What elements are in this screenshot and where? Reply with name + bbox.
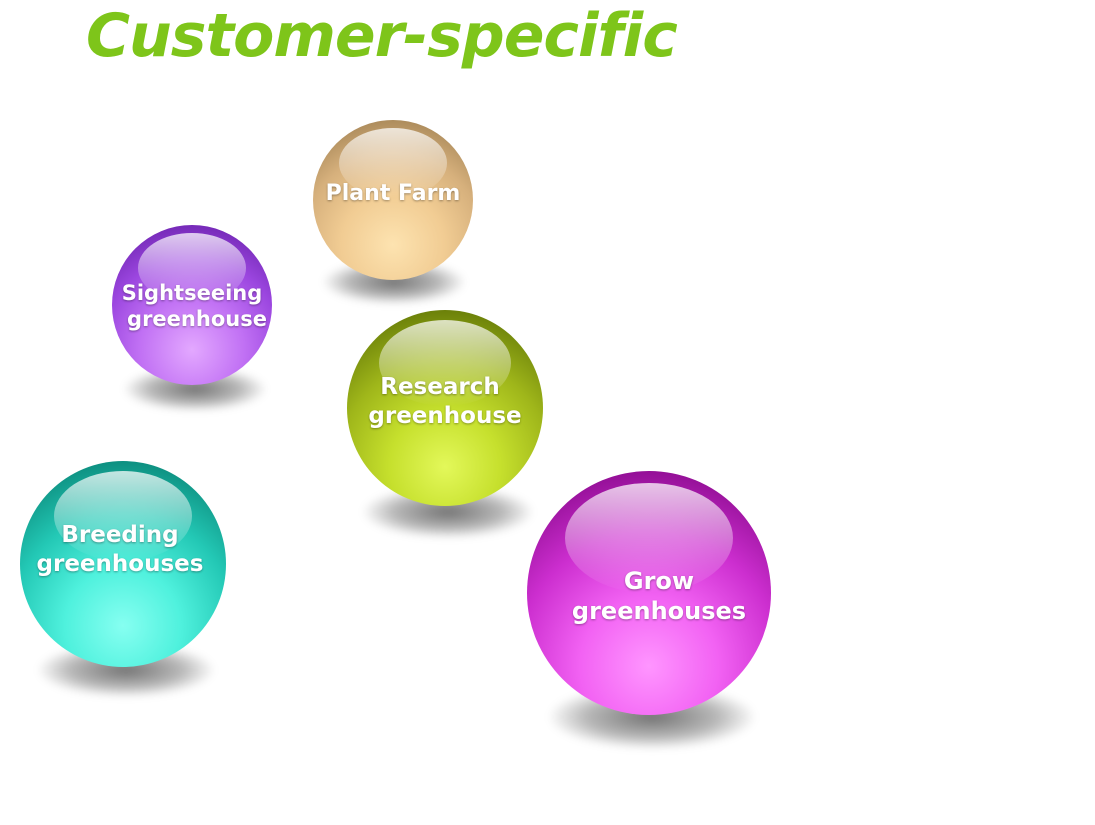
ball-plant-farm: Plant Farm	[313, 120, 475, 310]
ball-label-line: Grow	[623, 567, 695, 595]
ball-label: Grow greenhouses	[527, 566, 791, 626]
ball-gloss	[54, 471, 192, 561]
ball-gloss	[339, 128, 447, 198]
ball-label-line: greenhouse	[127, 307, 267, 332]
ball-sphere	[112, 225, 272, 385]
ball-sphere	[527, 471, 771, 715]
ball-breeding: Breeding greenhouses	[20, 461, 230, 701]
ball-label-line: Research	[380, 374, 500, 400]
ball-sightseeing: Sightseeing greenhouse	[112, 225, 276, 415]
ball-sphere	[313, 120, 473, 280]
ball-label: Plant Farm	[313, 180, 473, 208]
ball-label: Research greenhouse	[347, 373, 543, 431]
ball-label-line: greenhouses	[36, 550, 204, 577]
ball-research: Research greenhouse	[347, 310, 547, 542]
ball-label: Breeding greenhouses	[20, 521, 220, 579]
ball-sphere	[20, 461, 226, 667]
ball-label-line: greenhouse	[368, 402, 522, 429]
ball-label-line: greenhouses	[571, 597, 747, 625]
ball-gloss	[379, 320, 511, 406]
ball-gloss	[138, 233, 246, 303]
ball-gloss	[565, 483, 733, 593]
ball-label-line: Plant Farm	[325, 181, 461, 206]
ball-grow: Grow greenhouses	[527, 471, 775, 756]
ball-label-line: Breeding	[61, 522, 179, 548]
page-title: Customer-specific	[86, 1, 678, 71]
ball-label: Sightseeing greenhouse	[112, 280, 272, 333]
ball-label-line: Sightseeing	[121, 281, 263, 305]
ball-sphere	[347, 310, 543, 506]
